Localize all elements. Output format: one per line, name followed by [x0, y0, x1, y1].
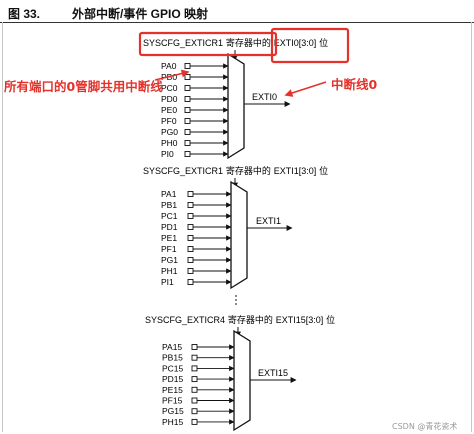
register-label: SYSCFG_EXTICR1 寄存器中的 EXTI0[3:0] 位: [143, 37, 328, 49]
register-highlight-box: [138, 31, 278, 57]
pin-label-pc1: PC1: [161, 211, 178, 221]
multiplexer-shape: [230, 180, 248, 290]
frame-border-right: [471, 22, 472, 432]
pin-pad: [184, 151, 191, 157]
pin-label-pb15: PB15: [162, 353, 183, 363]
pin-label-pd0: PD0: [161, 94, 178, 104]
pin-pad: [191, 354, 198, 361]
pin-label-ph15: PH15: [162, 417, 184, 427]
pin-pad: [191, 365, 198, 372]
mux-block-exti1: SYSCFG_EXTICR1 寄存器中的 EXTI1[3:0] 位 EXTI1 …: [143, 165, 328, 290]
output-label: EXTI15: [258, 368, 288, 378]
header-rule: [0, 22, 474, 23]
pin-pad: [187, 257, 194, 263]
pin-label-pd1: PD1: [161, 222, 178, 232]
pin-label-pd15: PD15: [162, 374, 184, 384]
pin-pad: [191, 386, 198, 393]
pin-label-pc0: PC0: [161, 83, 178, 93]
left-annotation-arrow: [154, 69, 190, 81]
multiplexer-shape: [233, 329, 251, 432]
figure-number: 图 33.: [8, 7, 41, 21]
pin-label-pa15: PA15: [162, 342, 182, 352]
output-label: EXTI1: [256, 216, 281, 226]
pin-pad: [184, 140, 191, 146]
pin-pad: [191, 344, 198, 350]
pin-pad: [184, 118, 191, 124]
pin-label-pa1: PA1: [161, 189, 177, 199]
annotation-shared-line: 所有端口的0管脚共用中断线: [4, 79, 163, 94]
right-annotation-arrow: [284, 81, 327, 97]
annotation-line-0: 中断线0: [331, 77, 378, 92]
pin-pad: [187, 213, 194, 219]
register-label: SYSCFG_EXTICR4 寄存器中的 EXTI15[3:0] 位: [145, 314, 335, 326]
pin-label-pg15: PG15: [162, 406, 184, 416]
pin-label-pe1: PE1: [161, 233, 177, 243]
pin-pad: [187, 279, 194, 285]
pin-pad: [184, 107, 191, 113]
frame-border-left: [2, 22, 3, 432]
pin-label-pf1: PF1: [161, 244, 177, 254]
pin-label-pc15: PC15: [162, 363, 184, 373]
pin-label-pg0: PG0: [161, 127, 178, 137]
pin-pad: [187, 224, 194, 230]
pin-pad: [191, 376, 198, 383]
pin-pad: [191, 397, 198, 404]
multiplexer-shape: [227, 52, 245, 160]
pin-pad: [184, 96, 191, 102]
pin-pad: [184, 74, 191, 80]
pin-pad: [184, 63, 191, 69]
pin-pad: [187, 246, 194, 252]
pin-pad: [191, 418, 198, 425]
pin-label-pf15: PF15: [162, 396, 183, 406]
pin-pad: [191, 408, 198, 415]
watermark: CSDN @青花瓷术: [392, 422, 458, 431]
pin-label-pa0: PA0: [161, 61, 177, 71]
output-label: EXTI0: [252, 92, 277, 102]
pin-label-pf0: PF0: [161, 116, 177, 126]
pin-label-ph1: PH1: [161, 266, 178, 276]
register-label: SYSCFG_EXTICR1 寄存器中的 EXTI1[3:0] 位: [143, 165, 328, 177]
pin-label-ph0: PH0: [161, 138, 178, 148]
figure-title: 外部中断/事件 GPIO 映射: [72, 7, 209, 21]
pin-pad: [184, 85, 191, 91]
pin-label-pb1: PB1: [161, 200, 177, 210]
pin-pad: [187, 268, 194, 274]
mux-block-exti0: SYSCFG_EXTICR1 寄存器中的 EXTI0[3:0] 位 EXTI0 …: [143, 37, 328, 160]
ellipsis-dots: [235, 295, 237, 305]
pin-label-pi1: PI1: [161, 277, 174, 287]
pin-label-pi0: PI0: [161, 149, 174, 159]
figure-header: 图 33. 外部中断/事件 GPIO 映射: [0, 0, 474, 24]
pin-pad: [187, 191, 194, 197]
pin-label-pg1: PG1: [161, 255, 178, 265]
input-pins: PA0PB0PC0PD0PE0PF0PG0PH0PI0: [161, 61, 229, 159]
pin-pad: [184, 129, 191, 135]
pin-label-pe15: PE15: [162, 385, 183, 395]
pin-pad: [187, 235, 194, 241]
pin-pad: [187, 202, 194, 208]
field-highlight-box: [270, 27, 350, 64]
pin-label-pe0: PE0: [161, 105, 177, 115]
mux-block-exti15: SYSCFG_EXTICR4 寄存器中的 EXTI15[3:0] 位 EXTI1…: [145, 314, 335, 432]
